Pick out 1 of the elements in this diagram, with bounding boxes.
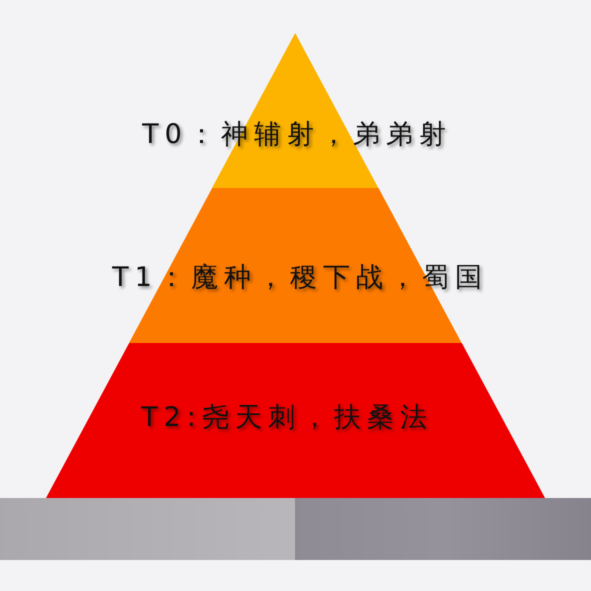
tier-label: T2:尧天刺，扶桑法 bbox=[141, 401, 433, 435]
